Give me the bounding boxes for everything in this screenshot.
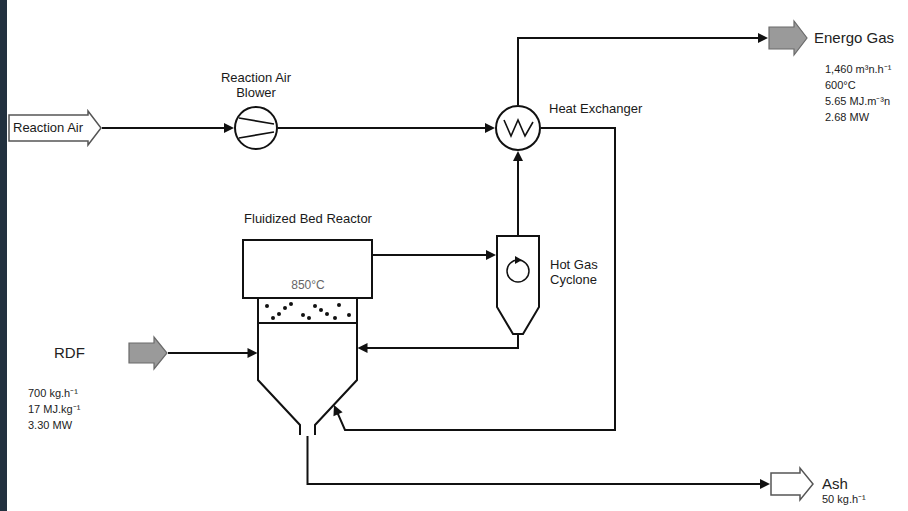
flow-path xyxy=(367,335,518,348)
arrow-head xyxy=(486,250,496,260)
power-value: 3.30 MW xyxy=(28,419,72,432)
reactor-outline xyxy=(243,240,373,436)
heating-value: 17 MJ.kg⁻¹ xyxy=(28,403,80,416)
arrow-head xyxy=(485,123,495,133)
flow-line xyxy=(373,250,497,260)
inlet-arrow: Reaction Air xyxy=(8,110,102,146)
flow-line xyxy=(518,33,768,105)
flow-line xyxy=(333,128,615,430)
flow-rate: 1,460 m³n.h⁻¹ xyxy=(825,63,891,76)
flow-path xyxy=(168,352,248,354)
flow-path xyxy=(102,127,225,129)
equipment-name: Heat Exchanger xyxy=(549,101,642,117)
exchanger-symbol xyxy=(495,105,541,151)
flow-line xyxy=(278,123,495,133)
arrow-head xyxy=(513,151,523,161)
equipment-name: Hot Gas Cyclone xyxy=(550,257,608,287)
product-arrow: Energo Gas xyxy=(768,20,808,56)
flow-path xyxy=(517,161,519,236)
flow-line xyxy=(308,436,771,489)
flow-path xyxy=(373,254,487,256)
flow-path xyxy=(338,128,615,430)
stream-name: RDF xyxy=(54,344,85,362)
blower: Reaction Air Blower xyxy=(234,106,278,150)
reactor: Fluidized Bed Reactor850°C xyxy=(243,240,373,436)
equipment-name: Fluidized Bed Reactor xyxy=(223,211,393,227)
arrow-head xyxy=(760,479,770,489)
flow-path xyxy=(308,436,761,484)
ash-arrow: Ash xyxy=(770,467,814,501)
arrow-head xyxy=(224,123,234,133)
heat-exchanger: Heat Exchanger xyxy=(495,105,541,151)
flow-rate: 700 kg.h⁻¹ xyxy=(28,387,78,400)
heating-value: 5.65 MJ.m⁻³n xyxy=(825,95,890,108)
flow-line xyxy=(102,123,234,133)
arrow-head xyxy=(758,33,768,43)
flow-line xyxy=(168,348,258,358)
cyclone: Hot Gas Cyclone xyxy=(496,235,540,335)
arrow-head xyxy=(333,405,342,416)
stream-name: Ash xyxy=(822,475,848,493)
blower-symbol xyxy=(234,106,278,150)
feed-arrow: RDF xyxy=(128,336,168,370)
photo-edge xyxy=(0,0,7,511)
stream-name: Reaction Air xyxy=(13,120,83,136)
power-value: 2.68 MW xyxy=(825,111,869,124)
cyclone-outline xyxy=(496,235,540,335)
bed-temperature: 850°C xyxy=(258,278,358,292)
stream-name: Energo Gas xyxy=(814,29,894,47)
temperature: 600°C xyxy=(825,79,856,92)
arrow-head xyxy=(358,343,368,353)
block-arrow xyxy=(128,336,168,370)
arrow-head xyxy=(248,348,258,358)
flow-rate: 50 kg.h⁻¹ xyxy=(822,493,866,506)
block-arrow xyxy=(770,467,814,501)
flow-line xyxy=(358,335,519,353)
flow-line xyxy=(513,151,523,235)
flow-path xyxy=(518,38,759,105)
equipment-name: Reaction Air Blower xyxy=(211,70,301,100)
block-arrow xyxy=(768,20,808,56)
flow-path xyxy=(278,127,486,129)
